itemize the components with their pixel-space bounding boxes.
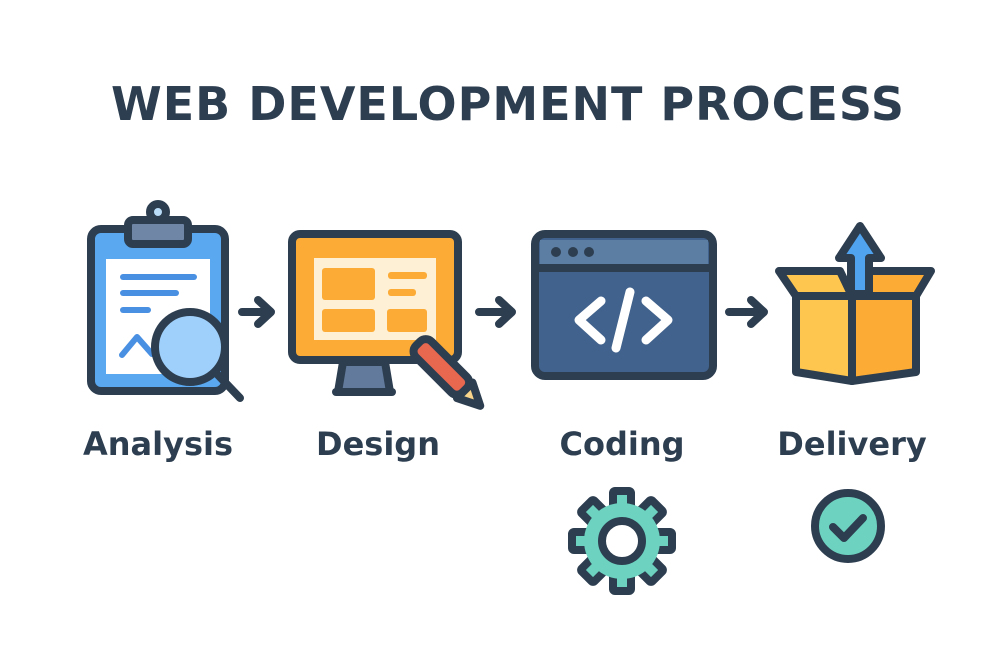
arrow-right-icon xyxy=(475,296,516,328)
gear-icon xyxy=(568,487,676,595)
clipboard-magnifier-icon xyxy=(87,200,244,402)
page-title: WEB DEVELOPMENT PROCESS xyxy=(111,77,905,131)
pencil-icon xyxy=(409,335,485,410)
arrow-right-icon xyxy=(725,296,768,328)
step-label-coding: Coding xyxy=(559,425,684,463)
check-circle-icon xyxy=(811,489,885,563)
monitor-pencil-icon xyxy=(288,230,485,410)
step-label-analysis: Analysis xyxy=(83,425,233,463)
code-window-icon xyxy=(531,230,717,380)
open-box-icon xyxy=(775,222,935,385)
arrow-right-icon xyxy=(238,296,275,328)
step-label-delivery: Delivery xyxy=(777,425,927,463)
step-label-design: Design xyxy=(316,425,440,463)
